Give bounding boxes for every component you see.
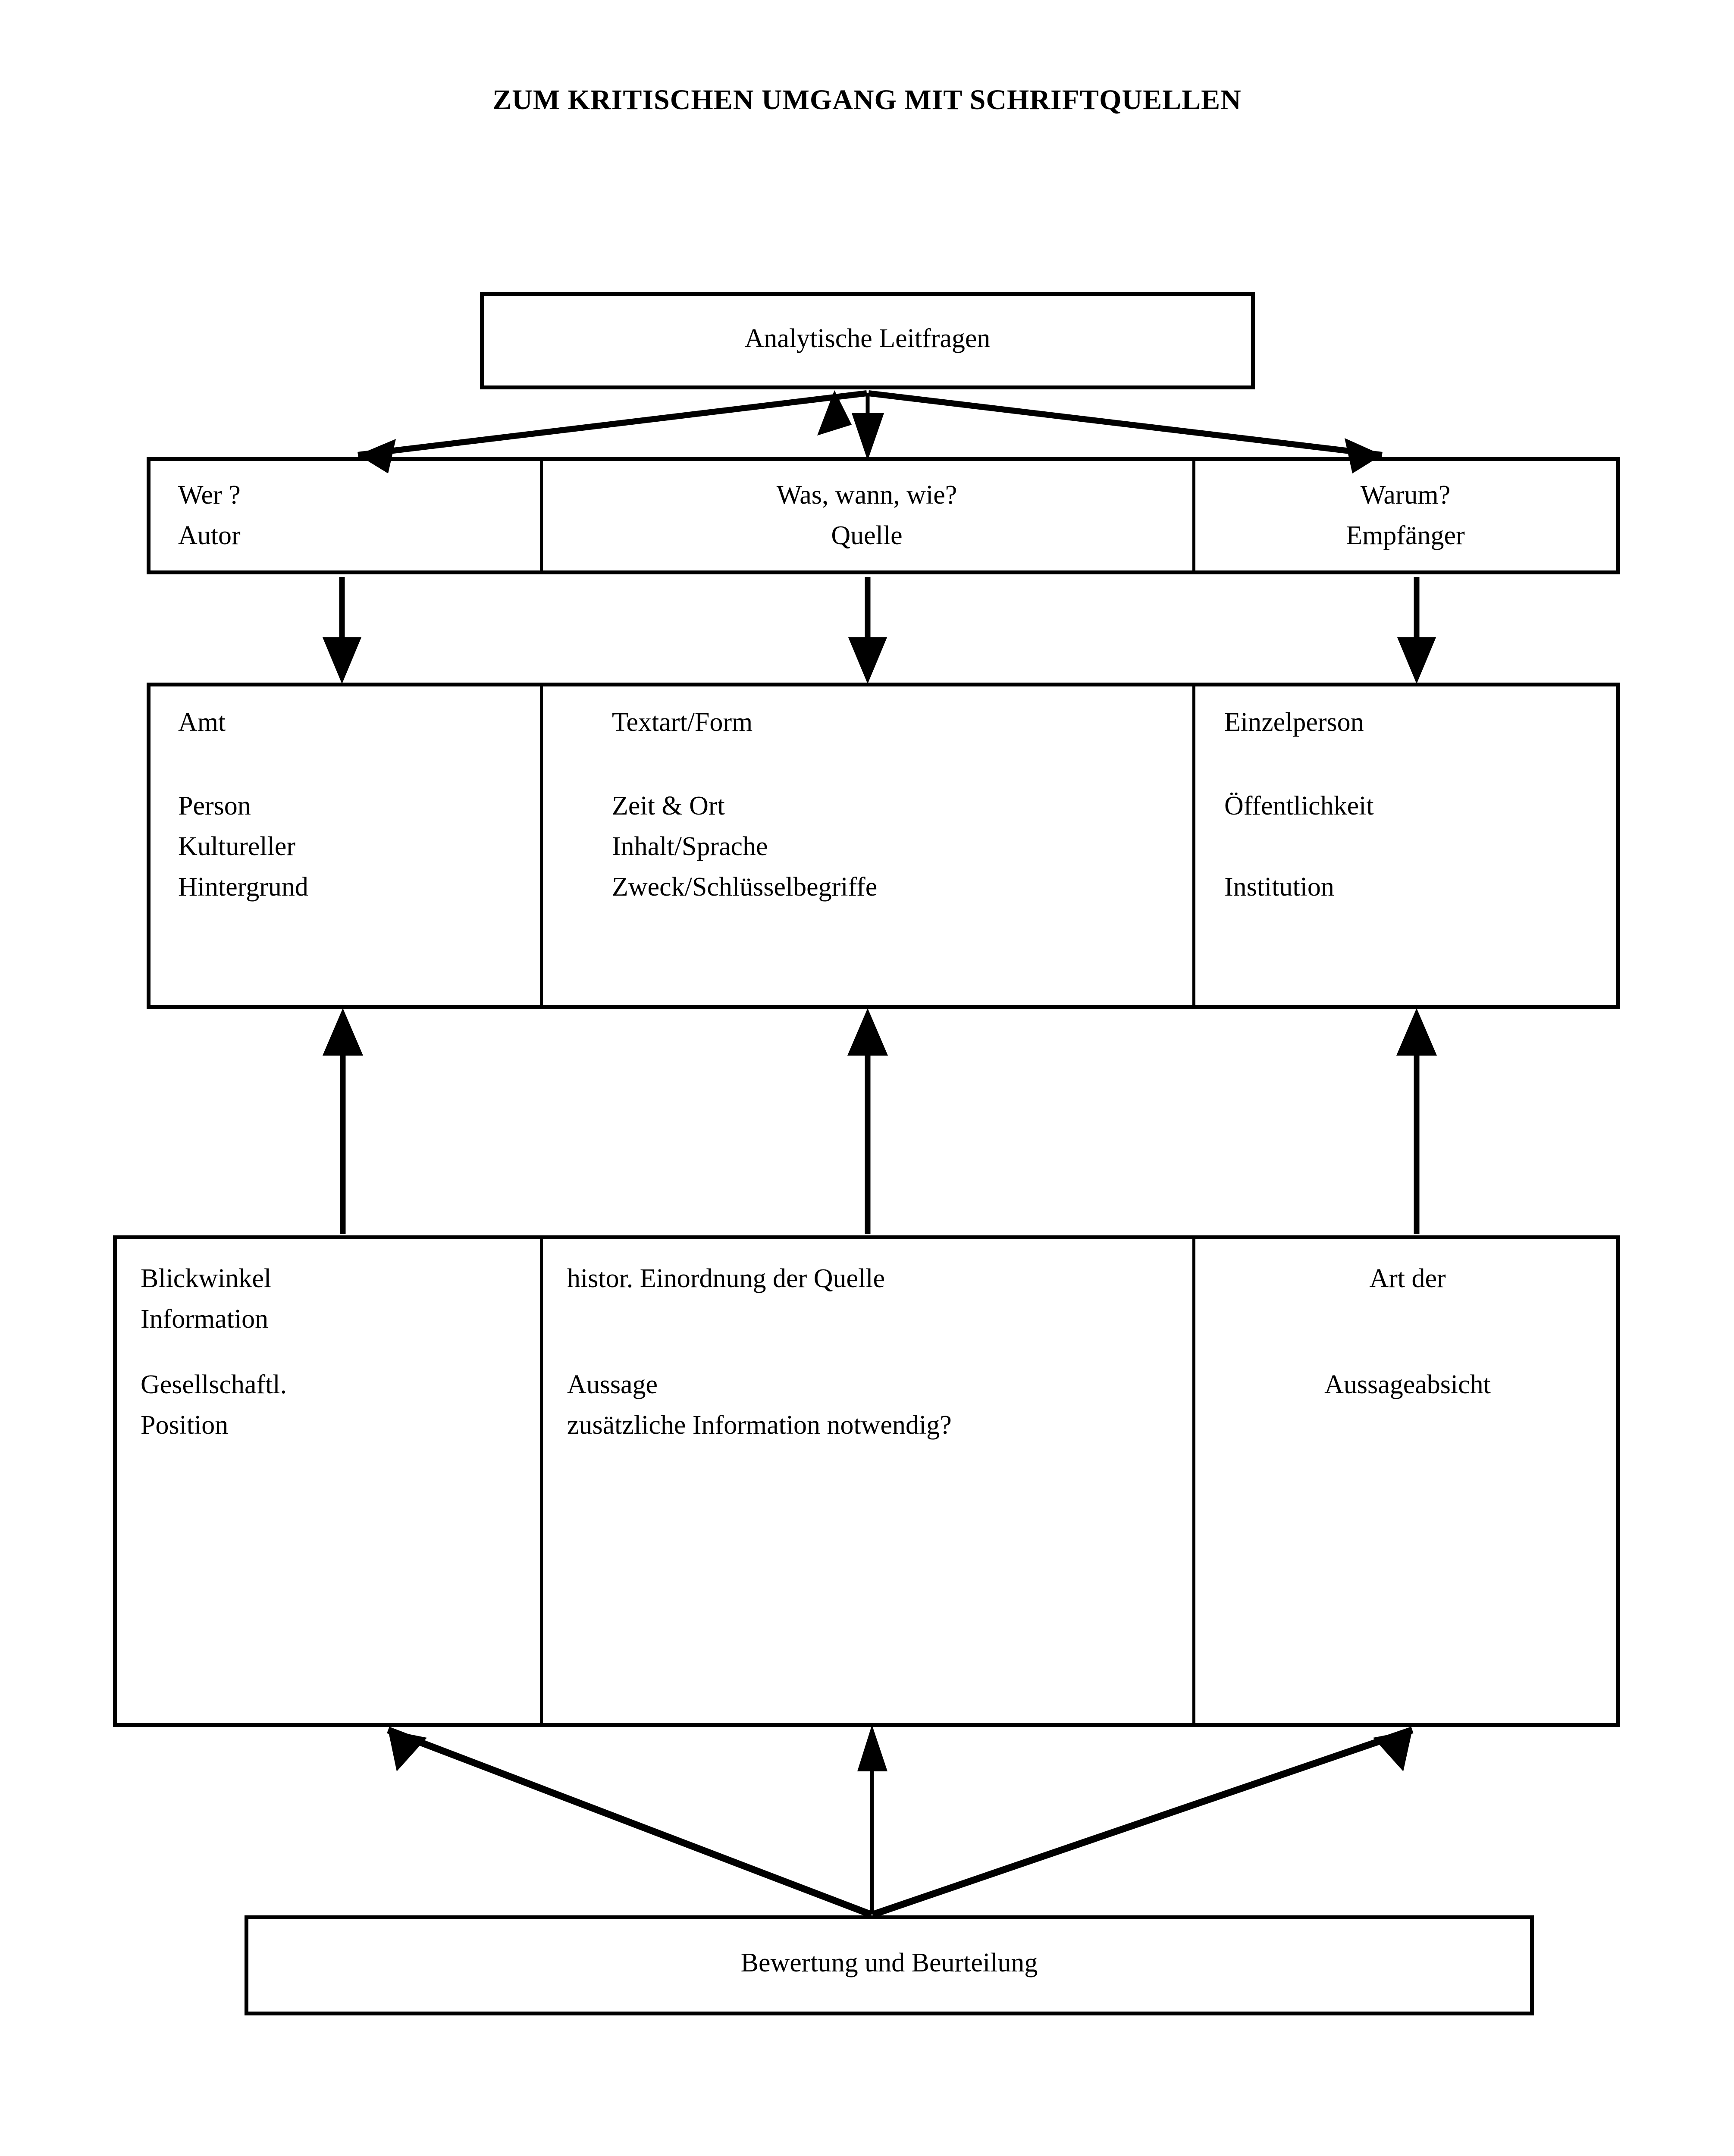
row-questions-divider-2 [1192,461,1195,570]
connector-wer-to-amt [323,577,361,684]
cell-blickwinkel-heading: Blickwinkel Information [141,1264,272,1334]
cell-amt-heading: Amt [178,708,226,737]
box-row-analysis: Blickwinkel Information Gesellschaftl. P… [113,1235,1620,1727]
cell-textart-heading: Textart/Form [612,708,753,737]
row-aspects-divider-1 [540,686,543,1005]
cell-einzelperson-heading: Einzelperson [1224,708,1364,737]
box-label-analytische-leitfragen: Analytische Leitfragen [744,324,991,353]
connector-histor-to-textart [847,1008,888,1234]
page-title: ZUM KRITISCHEN UMGANG MIT SCHRIFTQUELLEN [492,84,1242,116]
row-analysis-divider-2 [1192,1239,1195,1723]
cell-was-wann-wie-quelle: Was, wann, wie? Quelle [776,480,957,551]
box-row-aspects: Amt Person Kultureller Hintergrund Texta… [147,683,1620,1009]
cell-histor-einordnung-heading: histor. Einordnung der Quelle [567,1264,885,1293]
row-aspects-divider-2 [1192,686,1195,1005]
row-analysis-divider-1 [540,1239,543,1723]
cell-art-der-heading: Art der [1369,1264,1446,1293]
connector-warum-to-einzelperson [1397,577,1436,684]
box-analytische-leitfragen: Analytische Leitfragen [480,292,1255,389]
box-row-questions: Wer ? Autor Was, wann, wie? Quelle Warum… [147,457,1620,574]
cell-blickwinkel-details: Gesellschaftl. Position [141,1370,287,1440]
connector-artder-to-einzelperson [1396,1008,1437,1234]
cell-warum-empfaenger: Warum? Empfänger [1346,480,1465,551]
connector-bewertung-fan [387,1725,1414,1918]
cell-histor-einordnung-details: Aussage zusätzliche Information notwendi… [567,1370,952,1440]
connector-was-to-textart [848,577,887,684]
cell-einzelperson-details: Öffentlichkeit Institution [1224,791,1374,902]
box-label-bewertung-und-beurteilung: Bewertung und Beurteilung [740,1948,1038,1977]
box-bewertung-und-beurteilung: Bewertung und Beurteilung [245,1915,1534,2015]
cell-wer-autor: Wer ? Autor [178,480,241,551]
cell-art-der-details: Aussageabsicht [1324,1370,1491,1399]
row-questions-divider-1 [540,461,543,570]
cell-textart-details: Zeit & Ort Inhalt/Sprache Zweck/Schlüsse… [612,791,878,902]
connector-blickwinkel-to-amt [323,1008,363,1234]
cell-amt-details: Person Kultureller Hintergrund [178,791,308,902]
